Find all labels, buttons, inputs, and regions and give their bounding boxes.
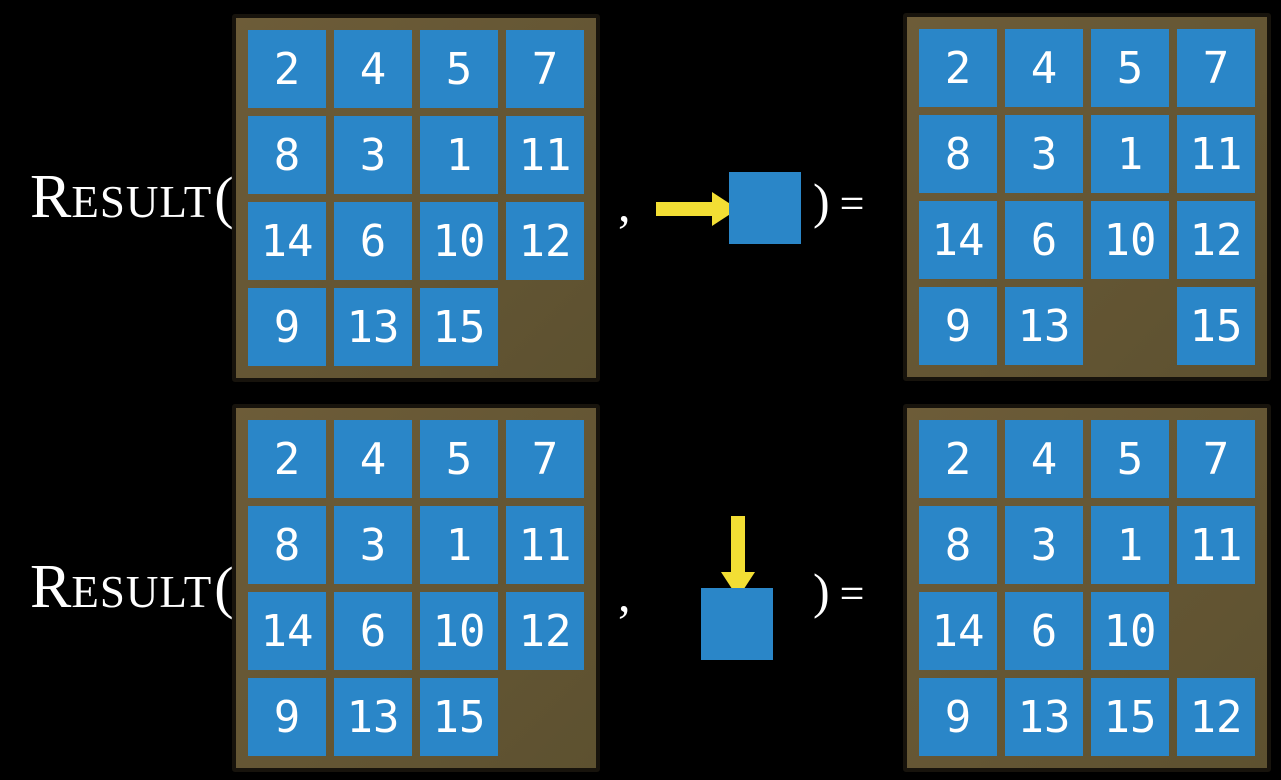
puzzle-tile: 10 bbox=[1091, 592, 1169, 670]
puzzle-tile: 4 bbox=[334, 30, 412, 108]
puzzle-tile: 4 bbox=[1005, 29, 1083, 107]
puzzle-tile: 13 bbox=[1005, 678, 1083, 756]
puzzle-tile: 2 bbox=[919, 29, 997, 107]
empty-cell bbox=[1177, 592, 1255, 670]
puzzle-tile: 6 bbox=[1005, 201, 1083, 279]
puzzle-tile: 6 bbox=[1005, 592, 1083, 670]
open-paren: ( bbox=[214, 555, 234, 620]
puzzle-tile: 15 bbox=[420, 288, 498, 366]
comma: , bbox=[618, 566, 631, 622]
result-label-row1: RESULT( bbox=[30, 166, 234, 228]
puzzle-tile: 1 bbox=[1091, 506, 1169, 584]
puzzle-tile: 3 bbox=[334, 116, 412, 194]
puzzle-tile: 9 bbox=[248, 288, 326, 366]
close-paren-equals-row2: )= bbox=[813, 566, 864, 616]
move-down-arrow-icon bbox=[721, 516, 755, 598]
puzzle-tile: 13 bbox=[334, 678, 412, 756]
puzzle-tile: 13 bbox=[334, 288, 412, 366]
empty-cell bbox=[1091, 287, 1169, 365]
puzzle-tile: 9 bbox=[919, 678, 997, 756]
comma: , bbox=[618, 176, 631, 232]
puzzle-tile: 12 bbox=[506, 202, 584, 280]
puzzle-tile: 9 bbox=[248, 678, 326, 756]
function-name-rest: ESULT bbox=[71, 567, 213, 617]
puzzle-tile: 7 bbox=[1177, 29, 1255, 107]
puzzle-tile: 6 bbox=[334, 202, 412, 280]
puzzle-tile: 7 bbox=[506, 420, 584, 498]
puzzle-tile: 3 bbox=[334, 506, 412, 584]
puzzle-tile: 1 bbox=[420, 116, 498, 194]
puzzle-tile: 2 bbox=[248, 420, 326, 498]
empty-cell bbox=[506, 678, 584, 756]
puzzle-tile: 6 bbox=[334, 592, 412, 670]
puzzle-tile: 2 bbox=[919, 420, 997, 498]
puzzle-tile: 15 bbox=[1177, 287, 1255, 365]
puzzle-tile: 12 bbox=[1177, 201, 1255, 279]
move-right-arrow-icon bbox=[656, 192, 738, 226]
puzzle-tile: 4 bbox=[334, 420, 412, 498]
puzzle-tile: 14 bbox=[919, 592, 997, 670]
function-name-initial: R bbox=[30, 163, 72, 231]
puzzle-tile: 2 bbox=[248, 30, 326, 108]
function-name-initial: R bbox=[30, 553, 72, 621]
puzzle-tile: 8 bbox=[248, 116, 326, 194]
puzzle-tile: 7 bbox=[1177, 420, 1255, 498]
puzzle-tile: 5 bbox=[1091, 420, 1169, 498]
equals-sign: = bbox=[839, 569, 865, 618]
close-paren: ) bbox=[813, 173, 830, 229]
close-paren-equals-row1: )= bbox=[813, 176, 864, 226]
puzzle-tile: 5 bbox=[420, 420, 498, 498]
puzzle-tile: 12 bbox=[506, 592, 584, 670]
move-argument-tile bbox=[701, 588, 773, 660]
puzzle-tile: 11 bbox=[1177, 115, 1255, 193]
puzzle-tile: 13 bbox=[1005, 287, 1083, 365]
puzzle-tile: 5 bbox=[420, 30, 498, 108]
puzzle-tile: 10 bbox=[420, 202, 498, 280]
puzzle-tile: 11 bbox=[506, 116, 584, 194]
close-paren: ) bbox=[813, 563, 830, 619]
puzzle-tile: 11 bbox=[506, 506, 584, 584]
puzzle-tile: 9 bbox=[919, 287, 997, 365]
puzzle-tile: 14 bbox=[248, 592, 326, 670]
result-label-row2: RESULT( bbox=[30, 556, 234, 618]
move-argument-tile bbox=[729, 172, 801, 244]
puzzle-tile: 15 bbox=[420, 678, 498, 756]
puzzle-tile: 10 bbox=[420, 592, 498, 670]
puzzle-tile: 4 bbox=[1005, 420, 1083, 498]
empty-cell bbox=[506, 288, 584, 366]
open-paren: ( bbox=[214, 165, 234, 230]
puzzle-tile: 3 bbox=[1005, 115, 1083, 193]
puzzle-tile: 8 bbox=[919, 506, 997, 584]
puzzle-tile: 1 bbox=[1091, 115, 1169, 193]
puzzle-tile: 15 bbox=[1091, 678, 1169, 756]
puzzle-tile: 14 bbox=[248, 202, 326, 280]
puzzle-tile: 8 bbox=[919, 115, 997, 193]
puzzle-tile: 1 bbox=[420, 506, 498, 584]
puzzle-tile: 8 bbox=[248, 506, 326, 584]
puzzle-tile: 14 bbox=[919, 201, 997, 279]
puzzle-tile: 5 bbox=[1091, 29, 1169, 107]
function-name-rest: ESULT bbox=[71, 177, 213, 227]
puzzle-tile: 3 bbox=[1005, 506, 1083, 584]
puzzle-tile: 11 bbox=[1177, 506, 1255, 584]
puzzle-tile: 10 bbox=[1091, 201, 1169, 279]
puzzle-tile: 7 bbox=[506, 30, 584, 108]
puzzle-tile: 12 bbox=[1177, 678, 1255, 756]
equals-sign: = bbox=[839, 179, 865, 228]
